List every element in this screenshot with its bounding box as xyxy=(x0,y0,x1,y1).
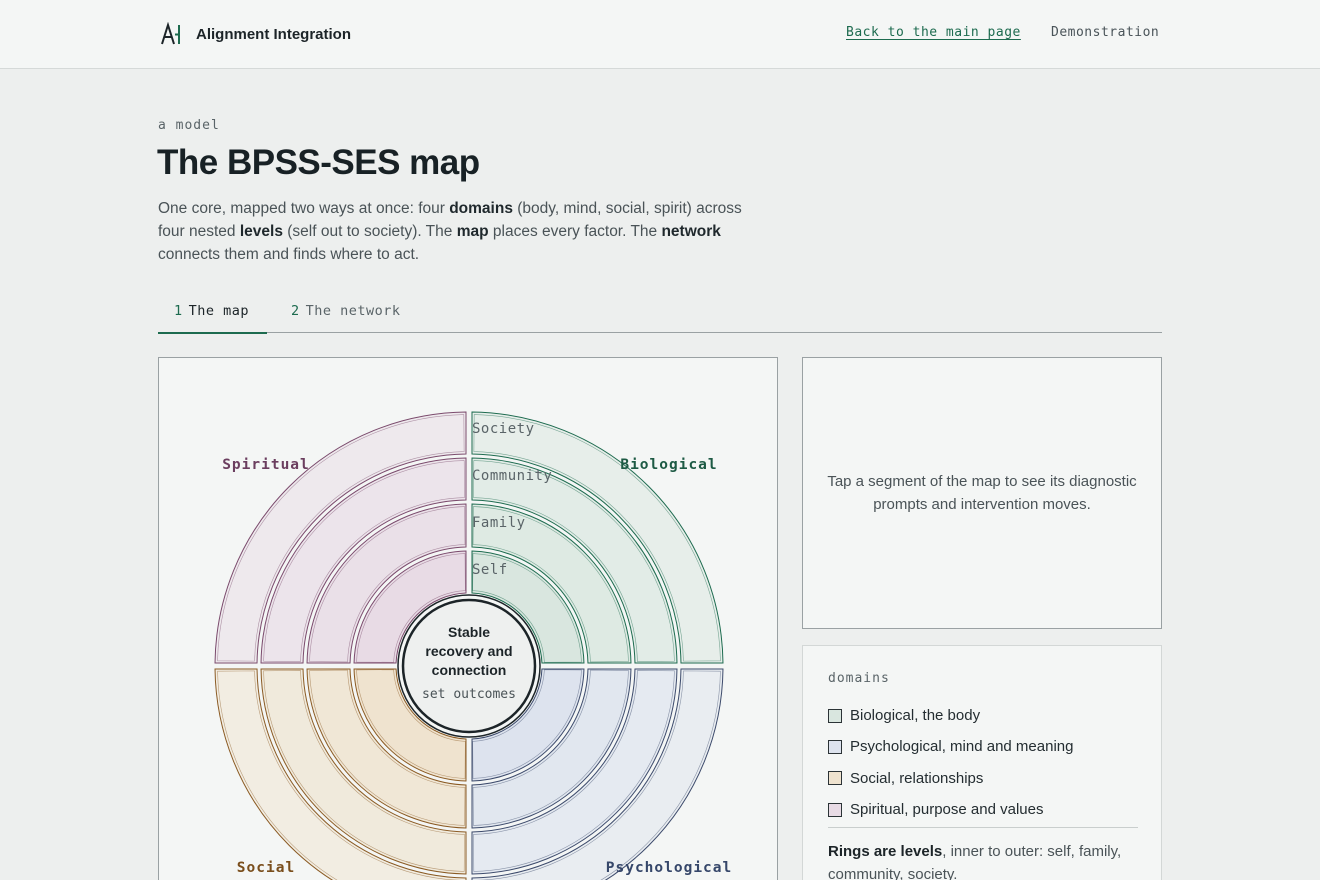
tab-number: 2 xyxy=(291,303,300,319)
segment-info-panel: Tap a segment of the map to see its diag… xyxy=(802,357,1162,629)
segment-biological-society[interactable] xyxy=(471,411,724,664)
ring-label-family: Family xyxy=(472,515,526,531)
intro-bold-levels: levels xyxy=(239,223,283,240)
core-title-line: connection xyxy=(432,662,507,678)
intro-text: connects them and finds where to act. xyxy=(158,246,420,263)
swatch-icon xyxy=(828,739,842,754)
segment-psychological-self[interactable] xyxy=(471,668,585,782)
brand-logo-icon xyxy=(161,22,180,45)
ring-label-community: Community xyxy=(472,468,552,484)
domain-label-spiritual: Spiritual xyxy=(222,457,310,473)
tab-the-map[interactable]: 1 The map xyxy=(158,290,267,334)
swatch-icon xyxy=(828,802,842,817)
legend-panel: domains Biological, the body Psychologic… xyxy=(802,645,1162,880)
intro-text: places every factor. The xyxy=(488,223,662,240)
intro-bold-domains: domains xyxy=(449,200,513,217)
core-subtitle: set outcomes xyxy=(422,687,516,702)
segment-spiritual-family[interactable] xyxy=(306,503,467,664)
legend-list: Biological, the body Psychological, mind… xyxy=(828,700,1073,825)
segment-biological-community[interactable] xyxy=(471,457,678,664)
intro-text: One core, mapped two ways at once: four xyxy=(158,200,450,217)
top-bar: Alignment Integration Back to the main p… xyxy=(0,0,1320,69)
core-title-line: Stable xyxy=(448,624,490,640)
legend-label: Biological, the body xyxy=(850,707,981,725)
legend-label: Psychological, mind and meaning xyxy=(850,738,1074,756)
legend-divider xyxy=(828,827,1138,828)
tab-bar: 1 The map 2 The network xyxy=(158,290,1162,334)
ring-label-society: Society xyxy=(472,421,535,437)
brand[interactable]: Alignment Integration xyxy=(160,22,351,46)
segment-social-family[interactable] xyxy=(306,668,467,829)
brand-name: Alignment Integration xyxy=(196,25,351,43)
core-circle: Stable recovery and connection set outco… xyxy=(397,594,541,738)
tab-label: The network xyxy=(305,303,401,319)
legend-label: Spiritual, purpose and values xyxy=(850,801,1044,819)
eyebrow: a model xyxy=(158,118,220,133)
segment-spiritual-society[interactable] xyxy=(214,411,467,664)
legend-item-social: Social, relationships xyxy=(828,763,1073,794)
legend-item-psychological: Psychological, mind and meaning xyxy=(828,731,1073,762)
page-title: The BPSS-SES map xyxy=(157,143,480,182)
domain-label-psychological: Psychological xyxy=(606,860,733,876)
tab-number: 1 xyxy=(174,303,183,319)
segment-psychological-society[interactable] xyxy=(471,668,724,880)
legend-note-bold: Rings are levels xyxy=(828,843,943,860)
legend-title: domains xyxy=(828,671,890,686)
intro-bold-map: map xyxy=(456,223,489,240)
intro-text: (self out to society). The xyxy=(282,223,457,240)
legend-note-text: , inner to outer: self, family, communit… xyxy=(828,843,1122,880)
map-panel: Stable recovery and connection set outco… xyxy=(158,357,778,880)
segment-psychological-family[interactable] xyxy=(471,668,632,829)
segment-social-self[interactable] xyxy=(353,668,467,782)
back-to-main-link[interactable]: Back to the main page xyxy=(846,25,1021,40)
legend-item-biological: Biological, the body xyxy=(828,700,1073,731)
segment-psychological-community[interactable] xyxy=(471,668,678,875)
domain-label-biological: Biological xyxy=(620,457,717,473)
info-prompt: Tap a segment of the map to see its diag… xyxy=(827,473,1137,513)
legend-item-spiritual: Spiritual, purpose and values xyxy=(828,794,1073,825)
segment-spiritual-community[interactable] xyxy=(260,457,467,664)
segment-biological-self[interactable] xyxy=(471,550,585,664)
intro-bold-network: network xyxy=(661,223,721,240)
swatch-icon xyxy=(828,771,842,786)
legend-note: Rings are levels, inner to outer: self, … xyxy=(828,840,1148,880)
tab-label: The map xyxy=(188,303,250,319)
swatch-icon xyxy=(828,708,842,723)
ring-label-self: Self xyxy=(472,562,508,578)
bpss-map: Stable recovery and connection set outco… xyxy=(214,411,733,880)
tab-the-network[interactable]: 2 The network xyxy=(291,290,421,333)
domain-label-social: Social xyxy=(237,860,295,876)
intro-text: (body, mind, social, spirit) across four… xyxy=(158,200,742,240)
demonstration-link[interactable]: Demonstration xyxy=(1051,25,1160,40)
core-title-line: recovery and xyxy=(425,643,512,659)
legend-label: Social, relationships xyxy=(850,769,984,787)
intro-paragraph: One core, mapped two ways at once: four … xyxy=(158,197,768,266)
segment-spiritual-self[interactable] xyxy=(353,550,467,664)
segment-social-community[interactable] xyxy=(260,668,467,875)
segment-social-society[interactable] xyxy=(214,668,467,880)
segment-biological-family[interactable] xyxy=(471,503,632,664)
